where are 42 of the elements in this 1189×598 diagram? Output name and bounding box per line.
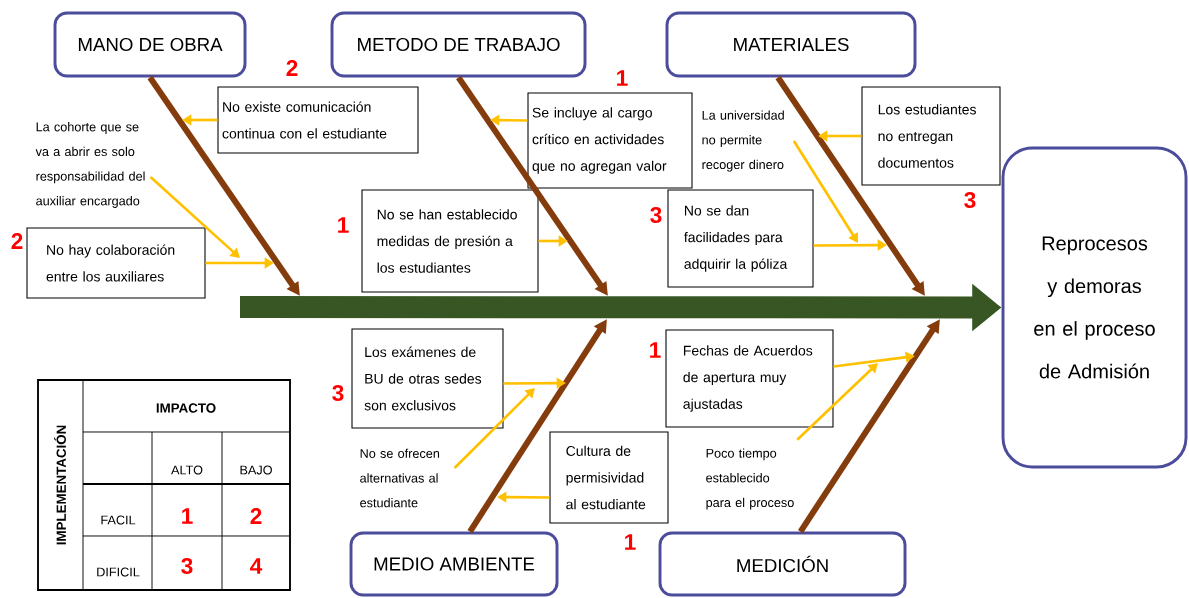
priority-number: 2	[11, 233, 23, 249]
cause-box: Fechas de Acuerdos de apertura muy ajustadas	[665, 329, 834, 428]
cause-box: Cultura de permisividad al estudiante	[549, 431, 669, 524]
table-text: FACIL	[101, 515, 136, 525]
category-box: MEDICIÓN	[658, 531, 907, 597]
cause-box: No hay colaboración entre los auxiliares	[26, 227, 206, 299]
category-box: MANO DE OBRA	[53, 11, 247, 78]
cause-box: No se dan facilidades para adquirir la póliza	[667, 189, 814, 288]
priority-number: 1	[650, 342, 661, 358]
priority-number: 2	[286, 60, 298, 76]
category-box: MATERIALES	[665, 11, 917, 78]
priority-number: 1	[338, 217, 349, 233]
priority-number: 1	[625, 534, 636, 550]
cause-text: La universidad no permite recoger dinero	[702, 110, 784, 172]
category-box: MEDIO AMBIENTE	[349, 531, 559, 597]
axis-label: IMPLEMENTACIÓN	[54, 425, 66, 545]
cause-box: No existe comunicación continua con el estudiante	[217, 86, 419, 154]
cause-text: No se ofrecen alternativas al estudiante	[360, 448, 440, 508]
priority-number: 3	[181, 557, 193, 575]
table-text: ALTO	[171, 465, 203, 475]
cause-box: Se incluye al cargo crítico en actividades que no agregan valor	[527, 92, 693, 189]
cause-box: Los exámenes de BU de otras sedes son exclusivos	[351, 328, 504, 429]
cause-text: Poco tiempo establecido para el proceso	[706, 448, 794, 510]
priority-number: 2	[250, 508, 262, 524]
priority-number: 1	[617, 70, 628, 86]
priority-number: 3	[964, 191, 976, 209]
effect-box: Reprocesos y demoras en el proceso de Admisión	[1001, 146, 1188, 469]
axis-label: IMPACTO	[156, 403, 216, 413]
table-text: DIFICIL	[97, 567, 140, 577]
priority-number: 3	[650, 206, 662, 224]
cause-arrow	[149, 176, 240, 258]
cause-arrow	[796, 363, 878, 441]
cause-box: No se han establecido medidas de presión a los estudiantes	[361, 189, 539, 293]
cause-text: La cohorte que se va a abrir es solo responsabilidad del auxiliar encargado	[35, 122, 145, 208]
category-box: METODO DE TRABAJO	[330, 11, 587, 78]
cause-box: Los estudiantes no entregan documentos	[861, 86, 1001, 186]
priority-number: 4	[250, 558, 263, 574]
priority-number: 3	[332, 384, 344, 402]
cause-arrow	[453, 388, 535, 469]
cause-arrow	[792, 140, 858, 243]
table-text: BAJO	[240, 465, 272, 475]
priority-number: 1	[182, 508, 193, 524]
